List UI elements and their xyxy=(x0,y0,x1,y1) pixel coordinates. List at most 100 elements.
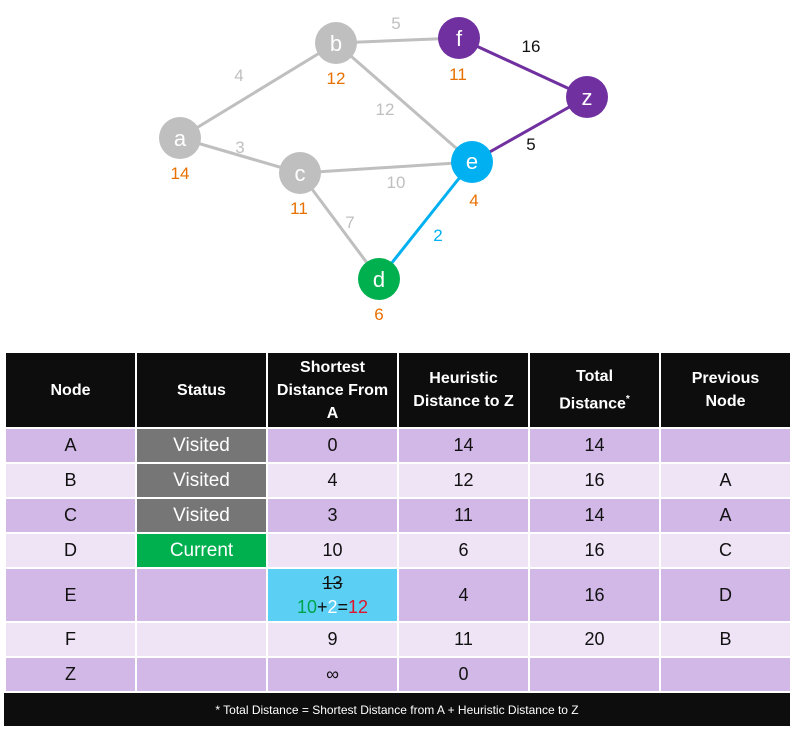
cell-shortest-updated: 13 10+2=12 xyxy=(268,569,397,621)
edge-weight-d-e: 2 xyxy=(433,226,442,245)
node-a xyxy=(159,117,201,159)
total-distance-footnote: * Total Distance = Shortest Distance fro… xyxy=(4,693,790,726)
header-total-distance: Total Distance* xyxy=(530,353,659,427)
status-badge: Visited xyxy=(137,464,266,497)
edge-d-e xyxy=(377,161,474,280)
cell-node: F xyxy=(6,623,135,656)
cell-total: 20 xyxy=(530,623,659,656)
node-z xyxy=(566,76,608,118)
edge-c-d xyxy=(298,172,381,280)
calc-result: 12 xyxy=(348,597,369,617)
header-node: Node xyxy=(6,353,135,427)
heuristic-c: 11 xyxy=(290,199,308,218)
astar-distance-table: Node Status Shortest Distance From A Heu… xyxy=(4,351,792,693)
node-label-a: a xyxy=(174,126,187,151)
heuristic-a: 14 xyxy=(171,164,190,183)
edge-a-b xyxy=(179,41,337,140)
cell-status xyxy=(137,623,266,656)
table-row: F 9 11 20 B xyxy=(6,623,790,656)
edge-weight-e-z: 5 xyxy=(526,135,535,154)
cell-previous: D xyxy=(661,569,790,621)
table-row: E 13 10+2=12 4 16 D xyxy=(6,569,790,621)
heuristic-d: 6 xyxy=(374,305,383,324)
table-row: A Visited 0 14 14 xyxy=(6,429,790,462)
status-badge: Visited xyxy=(137,499,266,532)
status-badge: Current xyxy=(137,534,266,567)
node-c xyxy=(279,152,321,194)
cell-shortest: 10 xyxy=(268,534,397,567)
heuristic-e: 4 xyxy=(469,191,478,210)
edge-weight-a-b: 4 xyxy=(234,66,243,85)
header-shortest-distance: Shortest Distance From A xyxy=(268,353,397,427)
cell-node: B xyxy=(6,464,135,497)
node-e xyxy=(451,141,493,183)
cell-total: 14 xyxy=(530,499,659,532)
cell-node: A xyxy=(6,429,135,462)
cell-total: 16 xyxy=(530,464,659,497)
node-label-f: f xyxy=(456,26,463,51)
edge-weight-b-e: 12 xyxy=(376,100,395,119)
node-label-c: c xyxy=(295,161,306,186)
cell-previous: B xyxy=(661,623,790,656)
node-d xyxy=(358,258,400,300)
cell-previous: C xyxy=(661,534,790,567)
cell-shortest: ∞ xyxy=(268,658,397,691)
cell-shortest: 9 xyxy=(268,623,397,656)
status-badge: Visited xyxy=(137,429,266,462)
header-status: Status xyxy=(137,353,266,427)
edge-weight-f-z: 16 xyxy=(522,37,541,56)
cell-shortest: 4 xyxy=(268,464,397,497)
cell-shortest: 0 xyxy=(268,429,397,462)
cell-heuristic: 4 xyxy=(399,569,528,621)
cell-heuristic: 11 xyxy=(399,623,528,656)
cell-status xyxy=(137,569,266,621)
edge-c-e xyxy=(299,160,473,175)
cell-heuristic: 14 xyxy=(399,429,528,462)
calc-operand-b: 2 xyxy=(327,597,338,617)
edge-weight-b-f: 5 xyxy=(391,14,400,33)
cell-node: E xyxy=(6,569,135,621)
header-previous-node: Previous Node xyxy=(661,353,790,427)
cell-node: C xyxy=(6,499,135,532)
edge-weight-a-c: 3 xyxy=(235,138,244,157)
old-distance: 13 xyxy=(322,573,343,593)
cell-total: 16 xyxy=(530,534,659,567)
edge-f-z xyxy=(458,36,588,99)
table-header-row: Node Status Shortest Distance From A Heu… xyxy=(6,353,790,427)
cell-previous: A xyxy=(661,499,790,532)
calc-plus: + xyxy=(316,597,328,617)
cell-node: D xyxy=(6,534,135,567)
cell-previous xyxy=(661,658,790,691)
cell-previous: A xyxy=(661,464,790,497)
edge-weight-c-e: 10 xyxy=(387,173,406,192)
cell-previous xyxy=(661,429,790,462)
calc-operand-a: 10 xyxy=(296,597,317,617)
cell-total: 16 xyxy=(530,569,659,621)
cell-heuristic: 12 xyxy=(399,464,528,497)
node-label-z: z xyxy=(582,85,593,110)
table-row: C Visited 3 11 14 A xyxy=(6,499,790,532)
table-row: Z ∞ 0 xyxy=(6,658,790,691)
node-f xyxy=(438,17,480,59)
cell-node: Z xyxy=(6,658,135,691)
table-row: B Visited 4 12 16 A xyxy=(6,464,790,497)
cell-total: 14 xyxy=(530,429,659,462)
weighted-graph-diagram: 4 3 5 12 10 7 2 16 5 a b c d e f z 14 12… xyxy=(159,14,608,324)
calc-equals: = xyxy=(337,597,349,617)
cell-heuristic: 6 xyxy=(399,534,528,567)
edge-e-z xyxy=(471,95,588,164)
cell-status xyxy=(137,658,266,691)
cell-total xyxy=(530,658,659,691)
heuristic-f: 11 xyxy=(449,65,467,84)
edge-weight-c-d: 7 xyxy=(345,213,354,232)
node-label-e: e xyxy=(466,149,478,174)
node-label-d: d xyxy=(373,267,385,292)
heuristic-b: 12 xyxy=(327,69,346,88)
table-row: D Current 10 6 16 C xyxy=(6,534,790,567)
header-heuristic-distance: Heuristic Distance to Z xyxy=(399,353,528,427)
cell-heuristic: 11 xyxy=(399,499,528,532)
cell-shortest: 3 xyxy=(268,499,397,532)
node-label-b: b xyxy=(330,31,342,56)
node-b xyxy=(315,22,357,64)
cell-heuristic: 0 xyxy=(399,658,528,691)
